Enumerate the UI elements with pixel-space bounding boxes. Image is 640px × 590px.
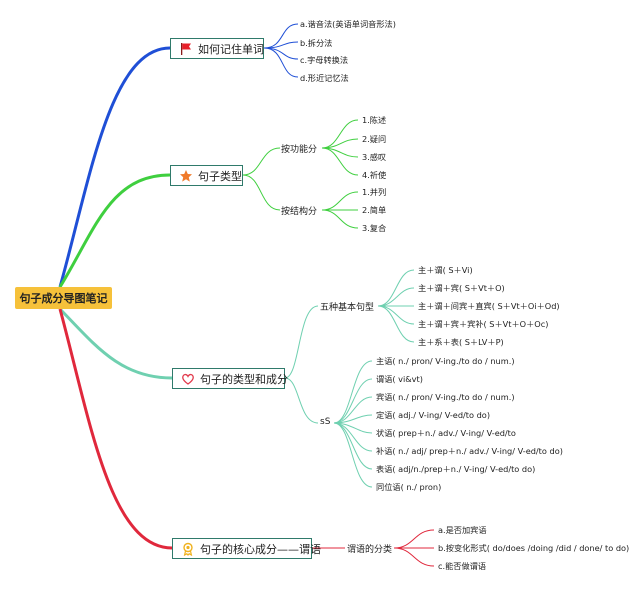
sub-predicate-class[interactable]: 谓语的分类 xyxy=(347,545,393,555)
leaf-ss-4[interactable]: 定语( adj./ V-ing/ V-ed/to do) xyxy=(376,410,491,420)
branch-sentence-types[interactable]: 句子类型 xyxy=(170,165,243,186)
sub-five-patterns[interactable]: 五种基本句型 xyxy=(320,303,375,313)
leaf-function-3[interactable]: 3.感叹 xyxy=(362,152,387,162)
branch-types-and-parts[interactable]: 句子的类型和成分 xyxy=(172,368,288,389)
branch-memorize-label: 如何记住单词 xyxy=(198,42,264,56)
leaf-predicate-2[interactable]: b.按变化形式( do/does /doing /did / done/ to … xyxy=(438,543,630,553)
flag-icon xyxy=(179,42,193,56)
links-types xyxy=(242,119,359,229)
link-root-types-parts xyxy=(58,307,173,380)
leaf-structure-3[interactable]: 3.复合 xyxy=(362,223,387,233)
branch-types-parts-label: 句子的类型和成分 xyxy=(200,372,288,386)
branch-types-label: 句子类型 xyxy=(198,169,242,183)
link-root-core xyxy=(58,308,173,550)
leaf-ss-6[interactable]: 补语( n./ adj/ prep＋n./ adv./ V-ing/ V-ed/… xyxy=(376,446,563,456)
sub-by-function[interactable]: 按功能分 xyxy=(281,145,318,155)
heart-icon xyxy=(181,372,195,386)
leaf-structure-2[interactable]: 2.简单 xyxy=(362,205,387,215)
sub-ss[interactable]: sS xyxy=(320,417,331,427)
leaf-memorize-4[interactable]: d.形近记忆法 xyxy=(300,73,349,83)
links-core xyxy=(312,529,435,567)
root-topic[interactable]: 句子成分导图笔记 xyxy=(15,287,112,309)
link-root-memorize xyxy=(58,46,171,288)
link-root-types xyxy=(58,173,171,288)
branch-memorize-words[interactable]: 如何记住单词 xyxy=(170,38,264,59)
leaf-pattern-2[interactable]: 主＋谓＋宾( S＋Vt＋O) xyxy=(418,283,505,293)
sub-by-structure[interactable]: 按结构分 xyxy=(281,207,318,217)
leaf-function-1[interactable]: 1.陈述 xyxy=(362,115,387,125)
leaf-memorize-1[interactable]: a.谐音法(英语单词音形法) xyxy=(300,19,396,29)
leaf-function-4[interactable]: 4.祈使 xyxy=(362,170,387,180)
leaf-ss-1[interactable]: 主语( n./ pron/ V-ing./to do / num.) xyxy=(376,356,515,366)
leaf-pattern-4[interactable]: 主＋谓＋宾＋宾补( S＋Vt＋O＋Oc) xyxy=(418,319,549,329)
links-memorize-leaves xyxy=(263,23,299,78)
leaf-ss-2[interactable]: 谓语( vi&vt) xyxy=(376,374,423,384)
leaf-ss-7[interactable]: 表语( adj/n./prep＋n./ V-ing/ V-ed/to do) xyxy=(376,464,536,474)
leaf-pattern-5[interactable]: 主＋系＋表( S＋LV＋P) xyxy=(418,337,504,347)
leaf-predicate-1[interactable]: a.是否加宾语 xyxy=(438,525,487,535)
leaf-memorize-2[interactable]: b.拆分法 xyxy=(300,38,333,48)
ribbon-badge-icon xyxy=(181,542,195,556)
star-icon xyxy=(179,169,193,183)
leaf-pattern-1[interactable]: 主＋谓( S＋Vi) xyxy=(418,265,473,275)
branch-core-label: 句子的核心成分——谓语 xyxy=(200,542,321,556)
leaf-pattern-3[interactable]: 主＋谓＋间宾＋直宾( S＋Vt＋Oi＋Od) xyxy=(418,301,560,311)
leaf-function-2[interactable]: 2.疑问 xyxy=(362,134,387,144)
leaf-predicate-3[interactable]: c.能否做谓语 xyxy=(438,561,487,571)
branch-core-predicate[interactable]: 句子的核心成分——谓语 xyxy=(172,538,321,559)
leaf-structure-1[interactable]: 1.并列 xyxy=(362,187,387,197)
leaf-memorize-3[interactable]: c.字母转换法 xyxy=(300,55,349,65)
leaf-ss-8[interactable]: 同位语( n./ pron) xyxy=(376,482,442,492)
links-types-parts xyxy=(284,269,415,488)
leaf-ss-5[interactable]: 状语( prep＋n./ adv./ V-ing/ V-ed/to xyxy=(376,428,516,438)
leaf-ss-3[interactable]: 宾语( n./ pron/ V-ing./to do / num.) xyxy=(376,392,515,402)
